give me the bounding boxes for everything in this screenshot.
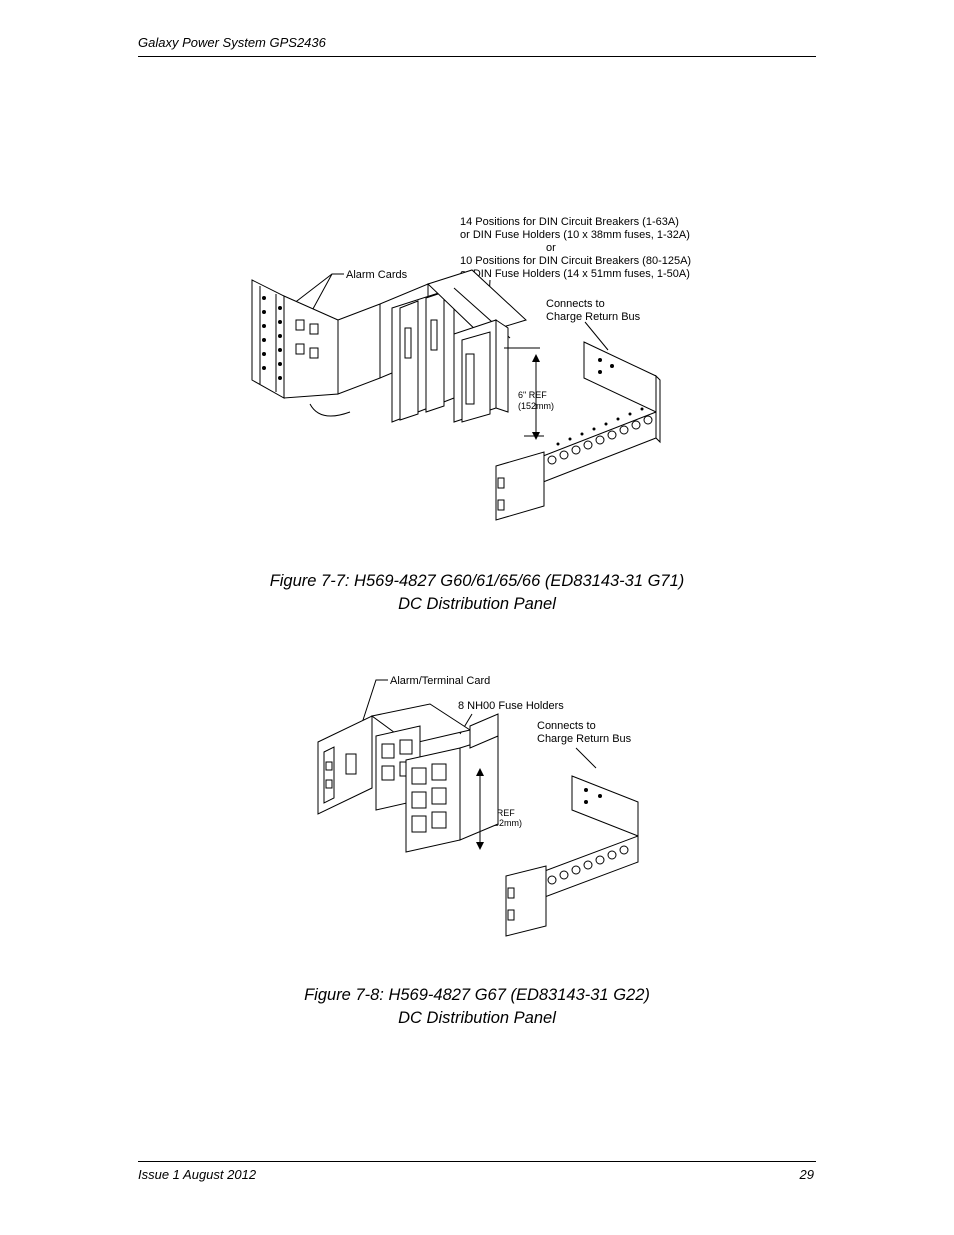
figure-7-7-caption-line1: Figure 7-7: H569-4827 G60/61/65/66 (ED83… bbox=[269, 572, 685, 590]
ref-label-1: 6" REF bbox=[518, 390, 547, 400]
figure-7-8-caption-line1: Figure 7-8: H569-4827 G67 (ED83143-31 G2… bbox=[304, 986, 650, 1004]
alarm-terminal-label: Alarm/Terminal Card bbox=[390, 675, 490, 687]
connects-label-2: Charge Return Bus bbox=[537, 733, 632, 745]
positions-label-1: 14 Positions for DIN Circuit Breakers (1… bbox=[460, 216, 679, 228]
figure-7-8-caption: Figure 7-8: H569-4827 G67 (ED83143-31 G2… bbox=[0, 984, 954, 1030]
alarm-cards-label: Alarm Cards bbox=[346, 269, 408, 281]
figure-7-7-caption: Figure 7-7: H569-4827 G60/61/65/66 (ED83… bbox=[0, 570, 954, 616]
connects-label-1: Connects to bbox=[546, 298, 605, 310]
running-header: Galaxy Power System GPS2436 bbox=[138, 35, 326, 50]
positions-label-4: 10 Positions for DIN Circuit Breakers (8… bbox=[460, 255, 691, 267]
connects-label-2: Charge Return Bus bbox=[546, 311, 641, 323]
connects-label-1: Connects to bbox=[537, 720, 596, 732]
figure-7-8-diagram: Alarm/Terminal Card 8 NH00 Fuse Holders … bbox=[317, 675, 639, 937]
header-rule bbox=[138, 56, 816, 57]
ref-label-1: 6" REF bbox=[486, 808, 515, 818]
figure-7-8-caption-line2: DC Distribution Panel bbox=[398, 1009, 556, 1027]
positions-label-5: or DIN Fuse Holders (14 x 51mm fuses, 1-… bbox=[460, 268, 690, 280]
ref-label-2: (152mm) bbox=[486, 818, 522, 828]
figure-7-7-diagram: 14 Positions for DIN Circuit Breakers (1… bbox=[251, 216, 691, 521]
figure-7-7-caption-line2: DC Distribution Panel bbox=[398, 595, 556, 613]
positions-label-3: or bbox=[546, 242, 556, 254]
issue-date: Issue 1 August 2012 bbox=[138, 1167, 257, 1182]
footer-rule bbox=[138, 1161, 816, 1162]
positions-label-2: or DIN Fuse Holders (10 x 38mm fuses, 1-… bbox=[460, 229, 690, 241]
fuse-holders-label: 8 NH00 Fuse Holders bbox=[458, 700, 564, 712]
page-number: 29 bbox=[799, 1167, 814, 1182]
